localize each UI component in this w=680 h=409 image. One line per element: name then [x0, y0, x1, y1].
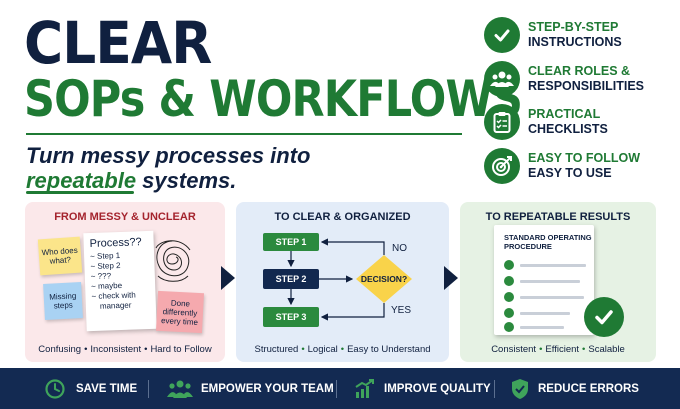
footer-item: Easy to Understand	[347, 344, 431, 355]
benefit-save-time: SAVE TIME	[44, 368, 137, 409]
note-title: Process??	[89, 236, 142, 251]
footer-item: Efficient	[545, 344, 580, 355]
footer-item: Inconsistent	[90, 344, 142, 355]
target-icon	[484, 148, 520, 184]
check-bullet-icon	[504, 276, 514, 286]
benefit-reduce-errors: REDUCE ERRORS	[510, 368, 639, 409]
feature-roles: CLEAR ROLES &RESPONSIBILITIES	[484, 61, 644, 97]
title-divider	[26, 133, 462, 135]
feature-label-navy: RESPONSIBILITIES	[528, 79, 644, 93]
arrow-right-icon	[444, 266, 458, 290]
team-icon	[167, 380, 193, 398]
note-item: manager	[99, 300, 132, 311]
checklist-row	[504, 322, 586, 332]
panel-title: FROM MESSY & UNCLEAR	[54, 211, 196, 223]
arrow-right-icon	[221, 266, 235, 290]
title-line-2: SOPs & WORKFLOWS	[24, 70, 523, 128]
footer-item: Hard to Follow	[150, 344, 212, 355]
big-check-icon	[584, 297, 624, 337]
sticky-note-yellow: Who does what?	[37, 236, 83, 276]
feature-label-green: CLEAR ROLES &	[528, 64, 631, 78]
check-bullet-icon	[504, 292, 514, 302]
no-label: NO	[392, 243, 407, 254]
feature-label-navy: CHECKLISTS	[528, 122, 608, 136]
feature-label-navy: INSTRUCTIONS	[528, 35, 622, 49]
flow-step-1: STEP 1	[263, 233, 319, 251]
divider	[148, 380, 149, 398]
process-note: Process?? ~ Step 1 ~ Step 2 ~ ??? ~ mayb…	[83, 230, 157, 332]
tagline-highlight: repeatable	[26, 168, 137, 193]
footer-item: Consistent	[491, 344, 537, 355]
clipboard-checklist-icon	[484, 104, 520, 140]
tagline-rest: systems.	[136, 168, 237, 193]
divider	[494, 380, 495, 398]
divider	[336, 380, 337, 398]
tagline-line-2: repeatable systems.	[26, 168, 236, 194]
flowchart-connectors	[287, 238, 412, 321]
panel-title: TO CLEAR & ORGANIZED	[274, 211, 411, 223]
check-bullet-icon	[504, 322, 514, 332]
benefit-label: SAVE TIME	[76, 382, 138, 395]
flow-step-3: STEP 3	[263, 307, 319, 327]
feature-label-green: PRACTICAL	[528, 107, 601, 121]
benefit-improve-quality: IMPROVE QUALITY	[354, 368, 491, 409]
title-line-1: CLEAR	[24, 9, 212, 77]
benefit-label: IMPROVE QUALITY	[384, 382, 491, 395]
checklist-row	[504, 308, 586, 318]
doc-title-line-2: PROCEDURE	[504, 242, 552, 251]
tagline-line-1: Turn messy processes into	[26, 143, 311, 168]
yes-label: YES	[391, 305, 412, 316]
feature-label-green: EASY TO FOLLOW	[528, 151, 641, 165]
benefit-label: EMPOWER YOUR TEAM	[201, 382, 334, 395]
check-circle-icon	[484, 17, 520, 53]
decision-label: DECISION?	[360, 274, 408, 284]
highlight-underline	[26, 191, 134, 194]
panel-footer: Confusing•Inconsistent•Hard to Follow	[38, 344, 212, 355]
feature-label-green: STEP-BY-STEP	[528, 20, 619, 34]
check-bullet-icon	[504, 260, 514, 270]
footer-item: Logical	[307, 344, 338, 355]
panel-footer: Structured•Logical•Easy to Understand	[254, 344, 431, 355]
shield-check-icon	[512, 378, 528, 399]
doc-title-line-1: STANDARD OPERATING	[504, 233, 592, 242]
benefit-label: REDUCE ERRORS	[538, 382, 639, 395]
feature-label-navy: EASY TO USE	[528, 166, 612, 180]
checklist-row	[504, 292, 586, 302]
checklist-row	[504, 260, 586, 270]
benefit-empower-team: EMPOWER YOUR TEAM	[167, 368, 334, 409]
panel-footer: Consistent•Efficient•Scalable	[491, 344, 625, 355]
flow-step-2: STEP 2	[263, 269, 319, 289]
panel-title: TO REPEATABLE RESULTS	[485, 211, 631, 223]
footer-item: Structured	[254, 344, 299, 355]
scribble-icon	[155, 240, 191, 282]
clock-icon	[45, 378, 65, 399]
footer-item: Scalable	[588, 344, 625, 355]
checklist-row	[504, 276, 586, 286]
check-bullet-icon	[504, 308, 514, 318]
footer-item: Confusing	[38, 344, 82, 355]
sticky-note-pink: Done differently every time	[155, 290, 205, 334]
sticky-note-blue: Missing steps	[43, 282, 83, 320]
people-icon	[484, 61, 520, 97]
chart-up-icon	[355, 378, 374, 398]
bottom-benefits-bar: SAVE TIME EMPOWER YOUR TEAM IMPROVE QUAL…	[0, 368, 680, 409]
